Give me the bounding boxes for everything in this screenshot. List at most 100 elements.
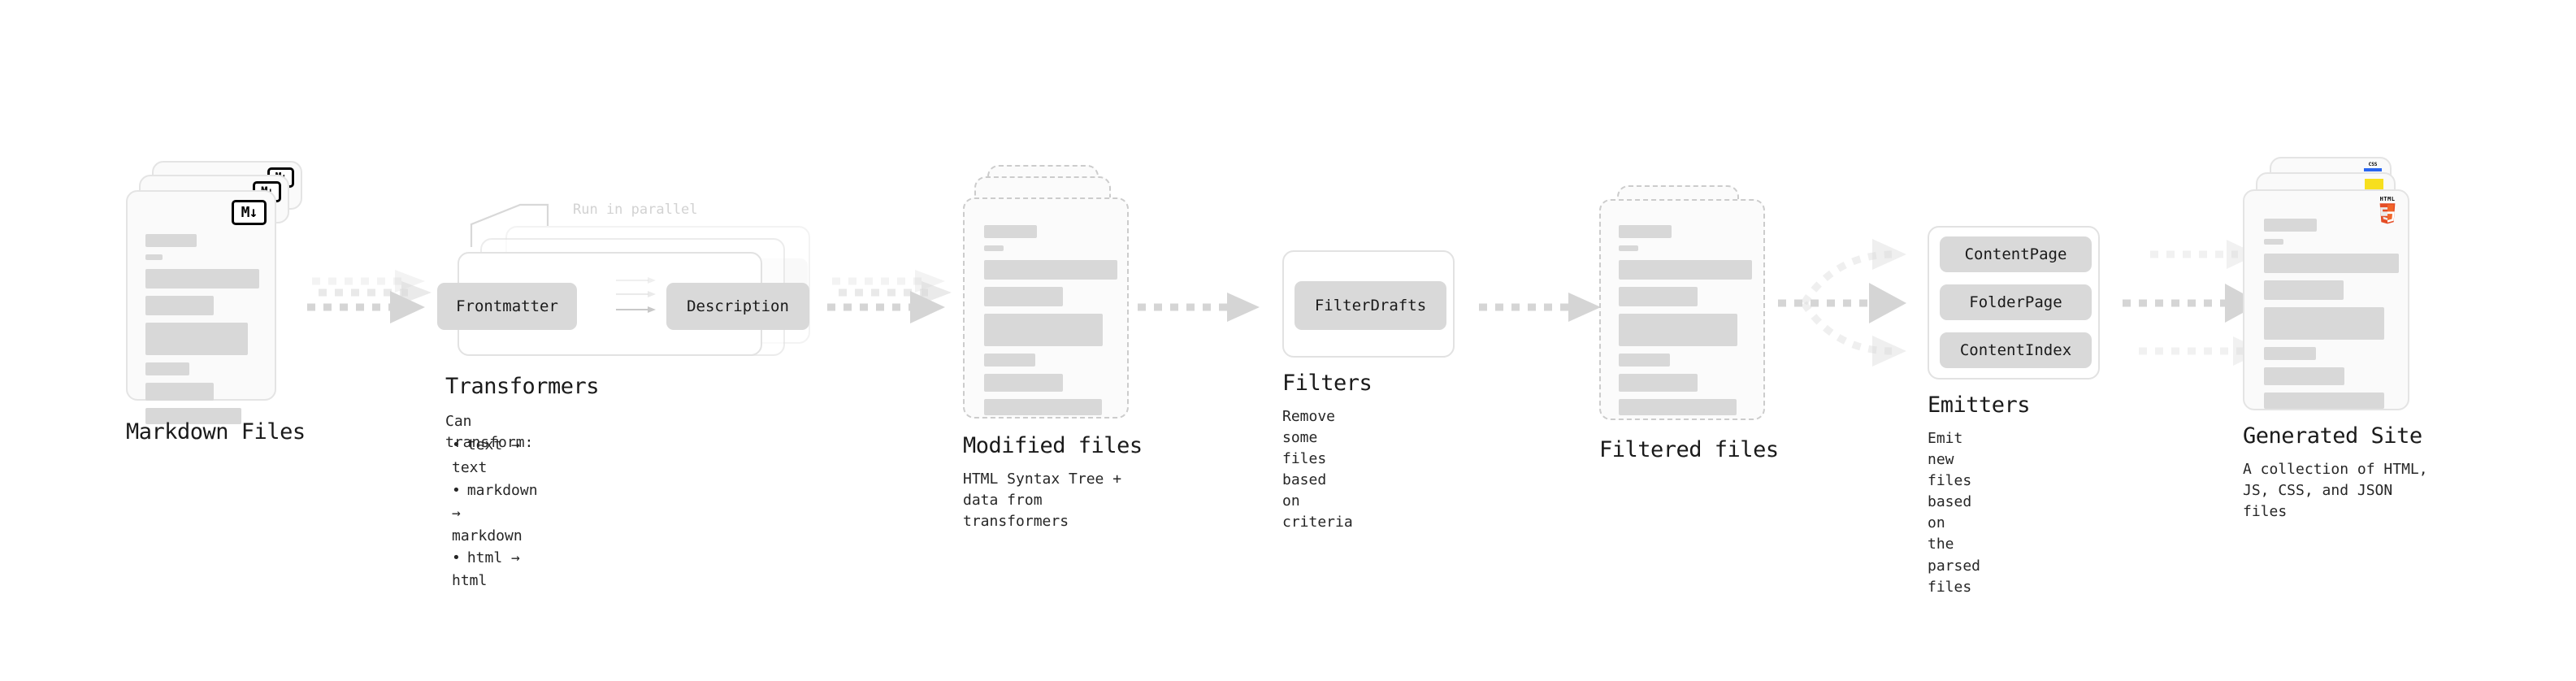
modified-card-front (963, 197, 1129, 419)
pill-label-frontmatter: Frontmatter (456, 297, 558, 315)
arrowhead-icon (1872, 336, 1906, 367)
list-item: •html → html (452, 547, 538, 592)
javascript-icon (2365, 179, 2383, 191)
page-title-markdown-files: Markdown Files (126, 419, 306, 445)
connector-modified-to-filters (1138, 293, 1260, 322)
transformer-pill-description[interactable]: Description (666, 283, 809, 330)
page-title-filters: Filters (1282, 371, 1373, 396)
generated-placeholder-bars (2264, 219, 2399, 416)
placeholder-bar (984, 399, 1102, 415)
placeholder-bar (145, 383, 214, 401)
markdown-icon: M↓ (232, 200, 267, 225)
html5-icon: HTML (2377, 197, 2398, 228)
run-in-parallel-bracket (470, 203, 549, 247)
transformers-subtitle: Can transform: (445, 413, 534, 452)
stage-markdown-files: M↓ M↓ M↓ Markdown Files (126, 161, 306, 445)
modified-files-subtitle: HTML Syntax Tree + data from transformer… (963, 471, 1122, 531)
html5-shield-icon (2379, 203, 2396, 224)
placeholder-bar (2264, 280, 2344, 300)
css3-label: CSS (2368, 162, 2378, 167)
css3-icon: CSS (2364, 163, 2382, 171)
arrowhead-icon (1227, 293, 1260, 322)
page-title-generated-site: Generated Site (2243, 423, 2422, 449)
markdown-badge-label: M↓ (241, 203, 258, 221)
emitter-pill-contentpage[interactable]: ContentPage (1940, 236, 2092, 272)
list-item: •text → text (452, 434, 538, 479)
pill-label-contentpage: ContentPage (1964, 245, 2067, 263)
emitter-pill-folderpage[interactable]: FolderPage (1940, 284, 2092, 320)
list-item-label: html → html (452, 549, 520, 590)
arrowhead-icon (390, 291, 425, 323)
filter-pill-filterdrafts[interactable]: FilterDrafts (1295, 281, 1446, 330)
page-title-filtered-files: Filtered files (1599, 437, 1779, 462)
pill-label-contentindex: ContentIndex (1959, 341, 2072, 359)
placeholder-bar (984, 314, 1103, 346)
placeholder-bar (2264, 367, 2344, 385)
placeholder-bar (145, 254, 163, 260)
generated-card-front: HTML (2243, 189, 2409, 410)
placeholder-bar (984, 260, 1117, 280)
arrowhead-icon (1568, 293, 1601, 322)
html5-label: HTML (2379, 196, 2396, 202)
connector-transformers-to-modified (827, 270, 952, 323)
placeholder-bar (145, 408, 241, 424)
arrowhead-icon (1872, 239, 1906, 270)
stage-filtered-files: Filtered files (1599, 185, 1779, 462)
placeholder-bar (984, 354, 1035, 367)
transformer-inner-arrows (616, 277, 656, 313)
placeholder-bar (145, 362, 189, 375)
list-item-label: markdown → markdown (452, 481, 538, 544)
arrowhead-icon (922, 281, 952, 304)
placeholder-bar (1619, 287, 1698, 306)
emitters-group-box: ContentPage FolderPage ContentIndex (1928, 226, 2100, 380)
placeholder-bar (1619, 354, 1670, 367)
pill-label-folderpage: FolderPage (1969, 293, 2062, 311)
placeholder-bar (1619, 314, 1737, 346)
page-title-transformers: Transformers (445, 374, 600, 399)
filters-subtitle: Remove some files based on criteria (1282, 408, 1353, 531)
placeholder-bar (1619, 245, 1638, 251)
generated-card-stack: CSS HTML (2243, 157, 2430, 425)
emitters-subtitle: Emit new files based on the parsed files (1928, 430, 1981, 596)
modified-placeholder-bars (984, 225, 1117, 423)
generated-site-subtitle: A collection of HTML, JS, CSS, and JSON … (2243, 461, 2428, 521)
placeholder-bar (2264, 393, 2384, 409)
placeholder-bar (2264, 347, 2316, 360)
placeholder-bar (1619, 399, 1737, 415)
bullet-icon: • (452, 549, 461, 567)
arrowhead-icon (1869, 283, 1906, 323)
transformers-bullet-list: •text → text •markdown → markdown •html … (452, 434, 538, 592)
transformer-pill-frontmatter[interactable]: Frontmatter (437, 283, 577, 330)
arrowhead-icon (648, 306, 656, 313)
bullet-icon: • (452, 481, 461, 499)
pill-label-description: Description (687, 297, 789, 315)
modified-card-stack (963, 165, 1138, 425)
arrowhead-icon (910, 291, 945, 323)
placeholder-bar (145, 234, 197, 247)
stage-generated-site: CSS HTML (2243, 157, 2430, 520)
filters-group-box: FilterDrafts (1282, 250, 1455, 358)
markdown-card-stack: M↓ M↓ M↓ (126, 161, 305, 424)
placeholder-bar (2264, 307, 2384, 340)
arrowhead-icon (401, 281, 432, 304)
placeholder-bar (1619, 374, 1698, 392)
placeholder-bar (145, 269, 259, 288)
css3-bar (2364, 168, 2382, 171)
placeholder-bar (984, 374, 1063, 392)
filtered-card-front (1599, 199, 1765, 420)
placeholder-bar (2264, 254, 2399, 273)
emitter-pill-contentindex[interactable]: ContentIndex (1940, 332, 2092, 368)
placeholder-bar (984, 225, 1037, 238)
placeholder-bar (145, 296, 214, 315)
connector-markdown-to-transformers (307, 270, 432, 323)
list-item: •markdown → markdown (452, 479, 538, 548)
pill-label-filterdrafts: FilterDrafts (1314, 297, 1427, 314)
placeholder-bar (145, 323, 248, 355)
arrowhead-icon (648, 291, 656, 297)
placeholder-bar (1619, 260, 1752, 280)
stage-modified-files: Modified files HTML Syntax Tree + data f… (963, 165, 1143, 530)
arrowhead-icon (2227, 240, 2257, 269)
bullet-icon: • (452, 436, 461, 453)
markdown-card-front: M↓ (126, 190, 276, 424)
filtered-placeholder-bars (1619, 225, 1752, 423)
